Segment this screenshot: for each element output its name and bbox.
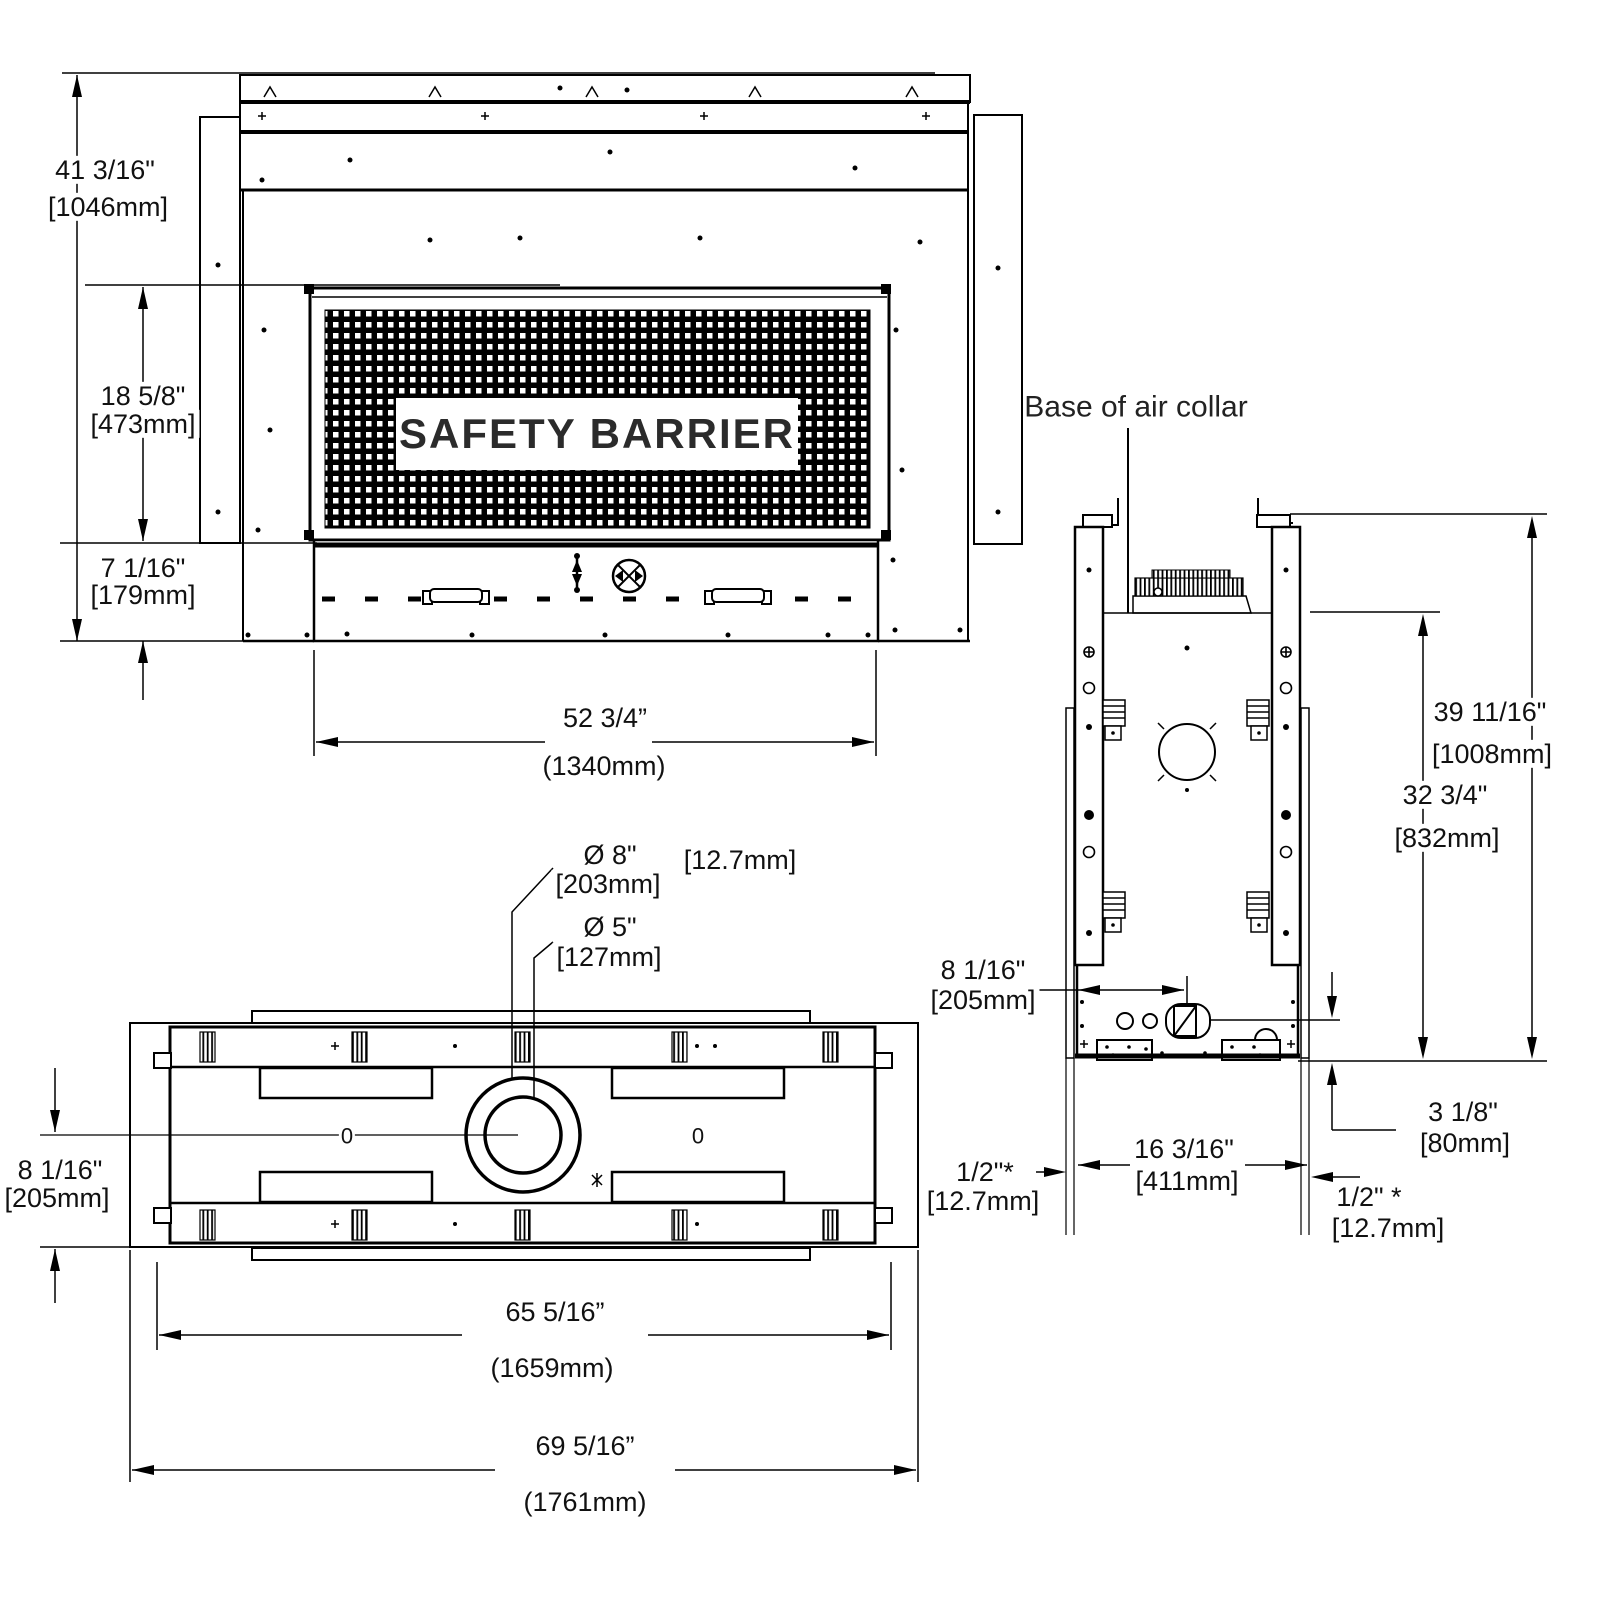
fan-icon — [611, 558, 647, 594]
dim-plan-depth-in: 8 1/16" — [13, 1155, 107, 1184]
front-view — [62, 72, 1023, 643]
dim-side-depth-in: 16 3/16" — [1130, 1134, 1238, 1163]
drawer-screws — [245, 631, 871, 638]
dim-side-bottom-in: 3 1/8" — [1424, 1097, 1502, 1126]
plate-screws — [1105, 1045, 1262, 1058]
dim-front-total-height-in: 41 3/16" — [51, 155, 159, 184]
dim-side-collar-height-in: 32 3/4" — [1398, 780, 1492, 809]
bracket-clips — [1102, 699, 1270, 933]
air-collar-callout: Base of air collar — [1024, 390, 1248, 424]
air-collar-top — [1151, 569, 1231, 579]
safety-barrier-label: SAFETY BARRIER — [396, 398, 798, 470]
front-view-dimensions — [60, 75, 877, 756]
leader-flue-outer — [511, 867, 554, 1080]
arrowheads — [72, 75, 874, 747]
plan-marks — [331, 1042, 603, 1228]
plan-view — [40, 867, 919, 1261]
knockout-circle — [1158, 723, 1216, 781]
arrowheads — [50, 1110, 916, 1475]
dim-side-bottom-mm: [80mm] — [1415, 1128, 1515, 1157]
dim-plan-width-outer-in: 69 5/16” — [531, 1431, 639, 1460]
air-collar-ribs — [1134, 577, 1244, 597]
dim-side-total-height-in: 39 11/16" — [1429, 697, 1551, 726]
rail-marks — [1082, 567, 1293, 936]
dim-side-junction-mm: [205mm] — [926, 985, 1040, 1014]
screw-dots — [215, 85, 1001, 633]
side-view — [1065, 428, 1310, 1061]
zero-mark-left: 0 — [338, 1123, 356, 1149]
vent-slots — [199, 1031, 839, 1241]
dim-flange-left-mm: [12.7mm] — [922, 1186, 1044, 1215]
dim-front-width-mm: (1340mm) — [538, 751, 670, 780]
dim-side-junction-in: 8 1/16" — [936, 955, 1030, 984]
plan-view-dimensions — [40, 1068, 919, 1482]
side-view-dimensions — [1033, 513, 1547, 1235]
dim-front-base-height-mm: [179mm] — [86, 580, 200, 609]
dim-flange-left-in: 1/2"* — [952, 1157, 1018, 1186]
dim-front-width-in: 52 3/4” — [558, 703, 652, 732]
dim-plan-width-inner-mm: (1659mm) — [486, 1353, 618, 1382]
dim-flue-outer-in: Ø 8" — [579, 840, 641, 869]
note-half-inch-mm: [12.7mm] — [679, 845, 801, 874]
dim-flue-inner-mm: [127mm] — [552, 942, 666, 971]
mounting-plates — [1096, 1028, 1281, 1061]
dim-flange-right-mm: [12.7mm] — [1327, 1213, 1449, 1242]
damper-arrow-icon — [572, 553, 582, 593]
junction-box — [1165, 1003, 1211, 1039]
dim-front-total-height-mm: [1046mm] — [43, 192, 173, 221]
leader-flue-inner — [533, 941, 554, 1098]
flue-circle-outer — [464, 1076, 582, 1194]
dim-side-total-height-mm: [1008mm] — [1427, 739, 1557, 768]
dim-side-collar-height-mm: [832mm] — [1390, 823, 1504, 852]
flue-circle-inner — [483, 1095, 563, 1175]
dim-flange-right-in: 1/2" * — [1332, 1182, 1406, 1211]
dim-plan-width-inner-in: 65 5/16” — [501, 1297, 609, 1326]
frame-corner-clips — [304, 284, 891, 540]
dim-plan-width-outer-mm: (1761mm) — [519, 1487, 651, 1516]
zero-mark-right: 0 — [689, 1123, 707, 1149]
screw-cross-marks — [258, 112, 930, 120]
dim-flue-outer-mm: [203mm] — [551, 869, 665, 898]
nail-marks — [263, 85, 919, 98]
arrowheads — [1044, 516, 1537, 1182]
handle-right — [704, 588, 772, 605]
dim-front-opening-height-mm: [473mm] — [86, 409, 200, 438]
dim-front-base-height-in: 7 1/16" — [96, 553, 190, 582]
handle-left — [422, 588, 490, 605]
dim-plan-depth-mm: [205mm] — [0, 1183, 114, 1212]
dim-front-opening-height-in: 18 5/8" — [96, 381, 190, 410]
dim-side-depth-mm: [411mm] — [1131, 1166, 1243, 1195]
dim-flue-inner-in: Ø 5" — [579, 912, 641, 941]
